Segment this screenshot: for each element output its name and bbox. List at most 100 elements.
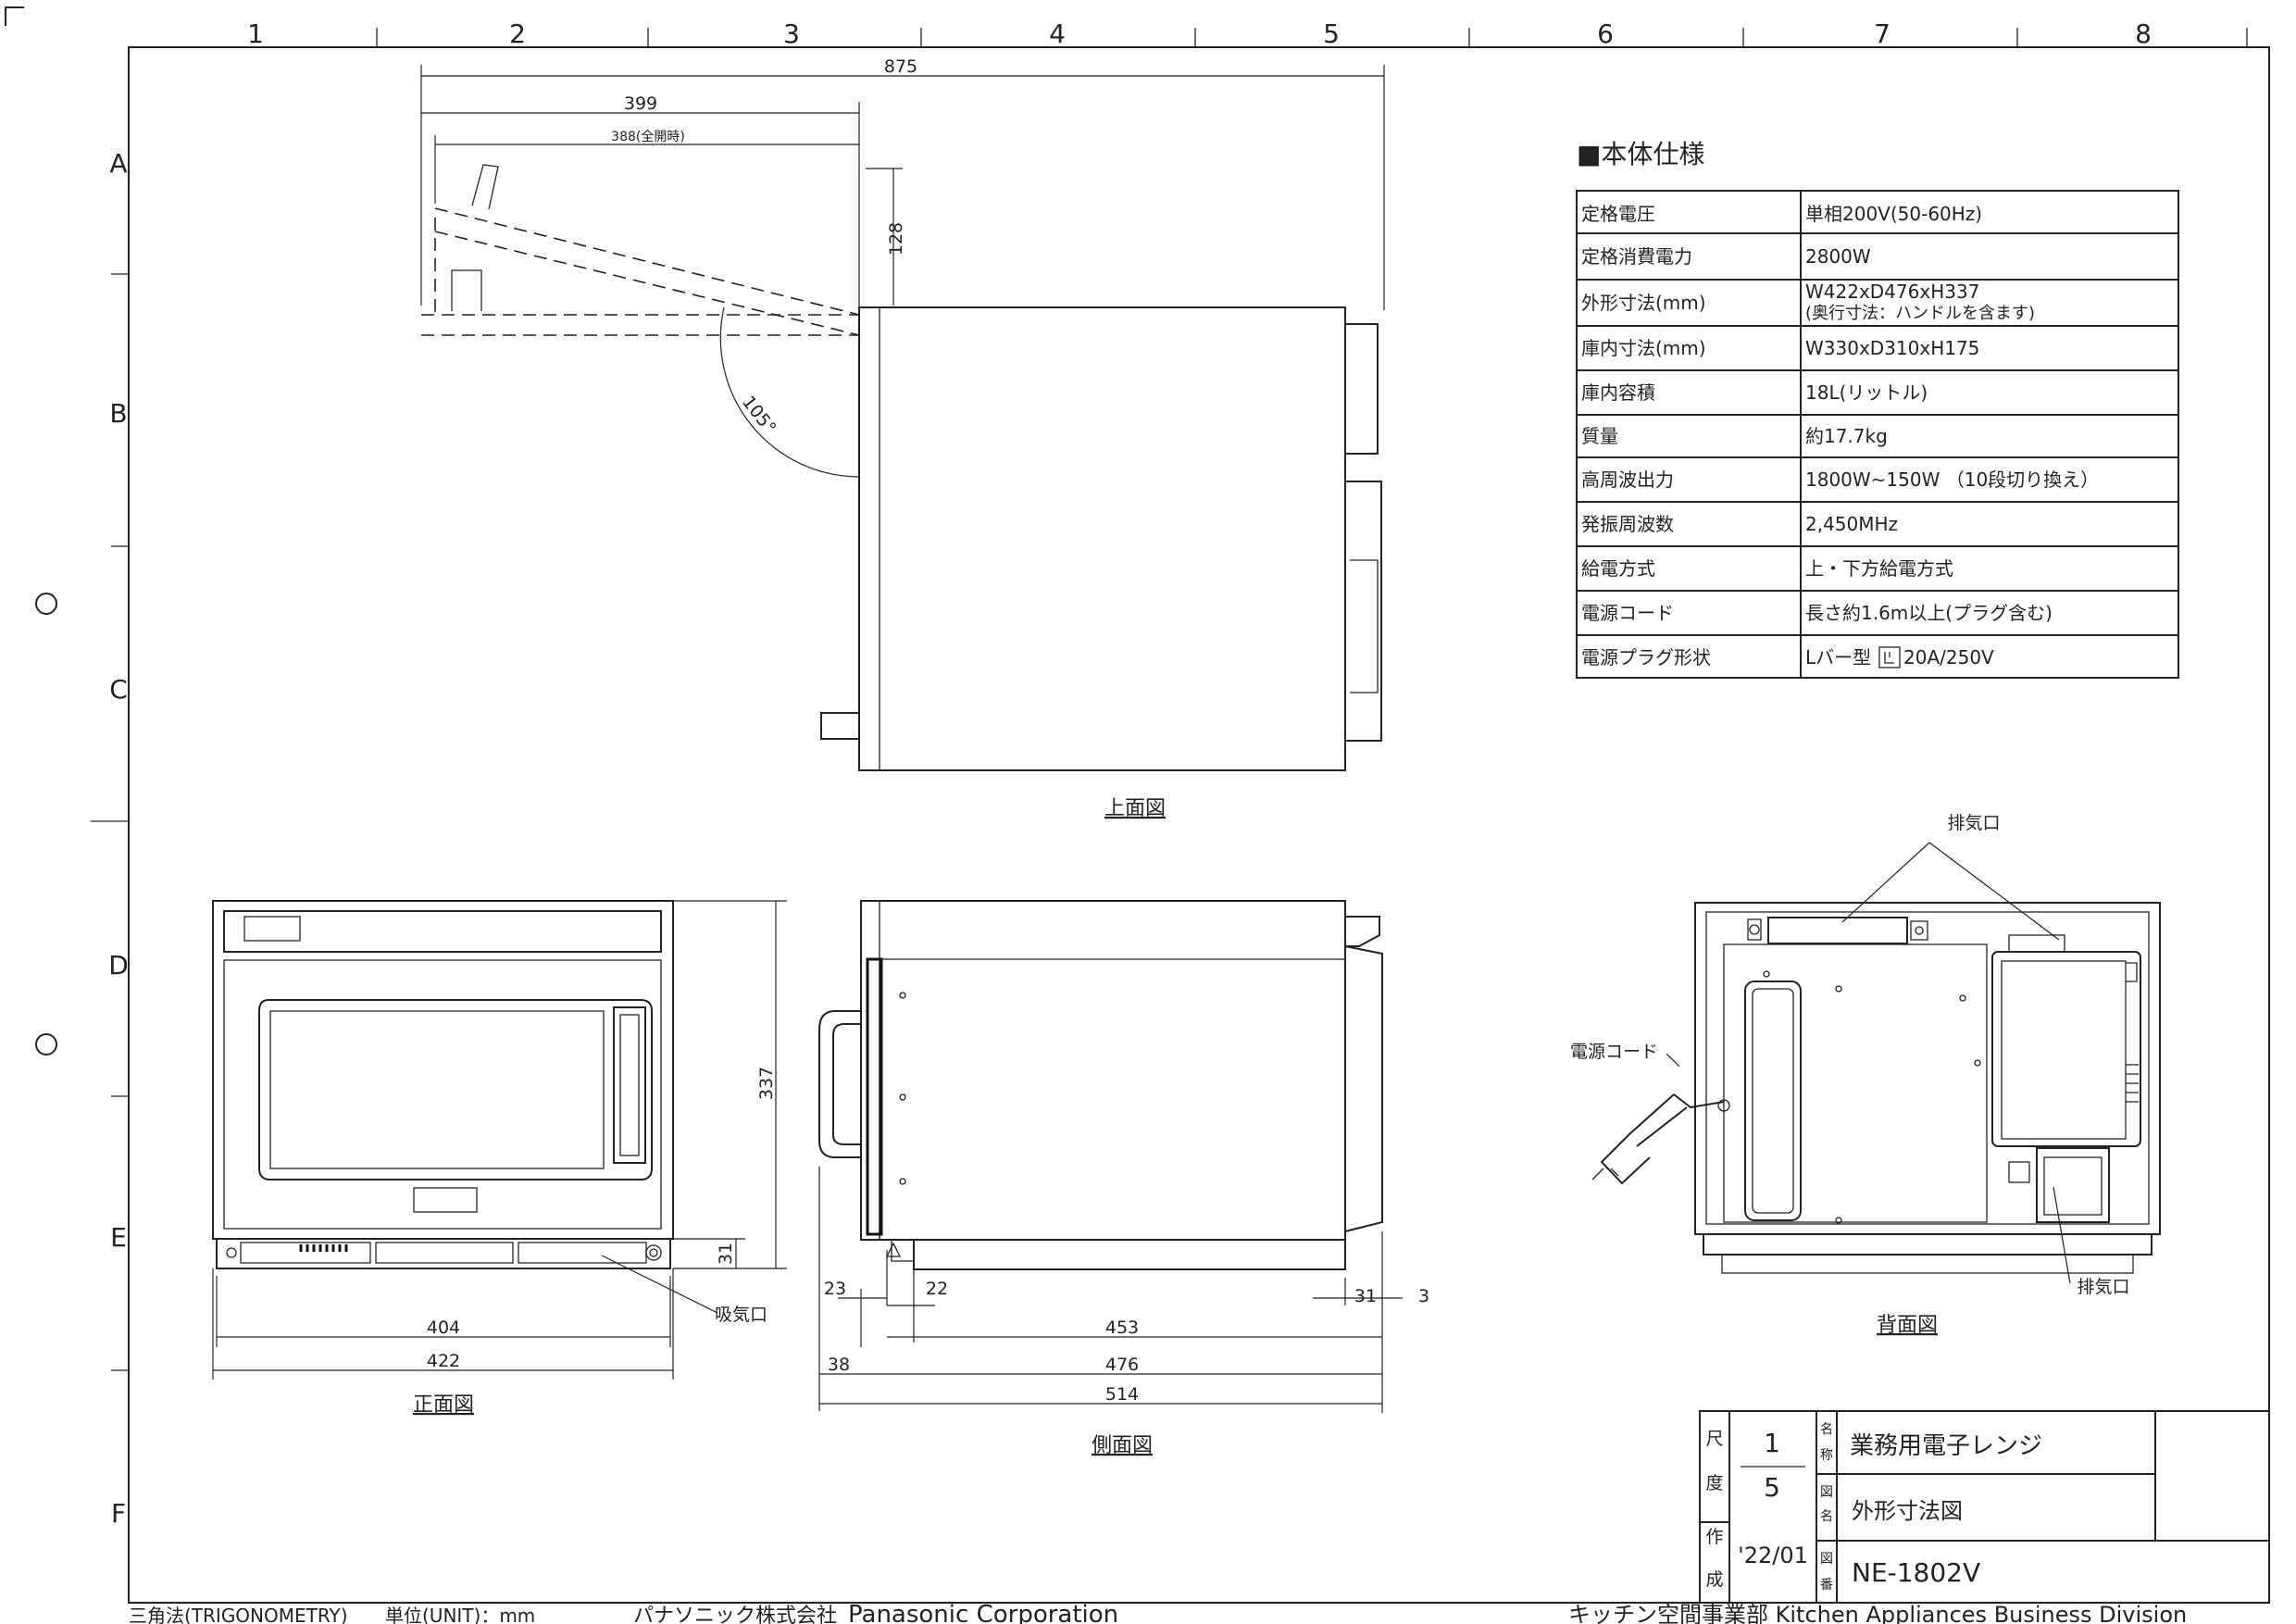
footer: 三角法(TRIGONOMETRY) 単位(UNIT)：mm パナソニック株式会社… [129,1601,2187,1624]
dim-3: 3 [1418,1286,1429,1306]
dim-31-side: 31 [1354,1286,1377,1306]
spec-value-power-cord: 長さ約1.6m以上(プラグ含む) [1805,602,2053,624]
binding-hole-top [35,593,57,615]
dim-128: 128 [886,222,906,256]
spec-label-plug-type: 電源プラグ形状 [1581,646,1711,668]
side-view-body [860,900,1346,1241]
top-view-label: 上面図 [1104,797,1166,820]
spec-value-capacity: 18L(リットル) [1805,381,1928,404]
spec-value-mass: 約17.7kg [1805,425,1888,447]
front-view-label: 正面図 [413,1393,474,1417]
footer-division: キッチン空間事業部 Kitchen Appliances Business Di… [1568,1602,2187,1624]
corner-mark [5,6,24,26]
column-grid: 1 2 3 4 5 6 7 8 [247,19,2248,49]
spec-value-rf-output: 1800W~150W （10段切り換え） [1805,468,2099,491]
intake-label: 吸気口 [715,1305,767,1325]
footer-company-jp: パナソニック株式会社 [633,1605,837,1624]
spec-label-frequency: 発振周波数 [1581,513,1674,535]
row-grid: A B C D E F [91,148,129,1529]
back-view-label: 背面図 [1877,1314,1938,1337]
back-cord-recess [1744,981,1802,1221]
spec-label-inner-dimensions: 庫内寸法(mm) [1581,337,1706,359]
back-power-cord-label: 電源コード [1570,1042,1658,1062]
front-base [216,1238,671,1269]
dim-31-foot: 31 [716,1243,736,1265]
spec-label-outer-dimensions: 外形寸法(mm) [1581,292,1706,314]
grid-row-f: F [111,1498,126,1529]
grid-col-6: 6 [1597,19,1614,49]
dim-404: 404 [427,1318,460,1338]
back-view: 排気口 排気口 電源コード 背面図 [1570,813,2161,1337]
product-name: 業務用電子レンジ [1850,1432,2042,1460]
number-label-1: 図 [1820,1552,1833,1567]
spec-label-mass: 質量 [1581,425,1618,447]
top-view: 875 399 388(全開時) 128 105° 上面図 [420,56,1385,820]
side-view-base [913,1239,1346,1270]
front-window [269,1010,605,1169]
number-label-2: 番 [1820,1578,1833,1593]
spec-value-feed-method: 上・下方給電方式 [1805,557,1953,580]
grid-row-a: A [109,148,127,179]
front-door-handle [613,1006,646,1164]
footer-company-en: Panasonic Corporation [848,1601,1118,1624]
spec-value-outer-dimensions-note: (奥行寸法：ハンドルを含ます) [1805,304,2035,323]
name-label-1: 名 [1820,1422,1833,1437]
scale-numerator: 1 [1764,1428,1780,1458]
back-exhaust-bottom-label: 排気口 [2077,1277,2129,1297]
spec-value-plug-rating: 20A/250V [1903,646,1994,668]
spec-value-plug-type: Lバー型 [1805,646,1871,668]
spec-title: ■本体仕様 [1577,139,1704,169]
made-label-1: 作 [1705,1527,1723,1547]
dim-399: 399 [624,94,657,114]
spec-value-rated-voltage: 単相200V(50-60Hz) [1805,203,1982,225]
scale-denominator: 5 [1764,1472,1780,1503]
spec-label-rf-output: 高周波出力 [1581,468,1674,491]
spec-label-rated-voltage: 定格電圧 [1581,203,1655,225]
drawing-label-2: 名 [1820,1509,1833,1524]
binding-hole-bottom [35,1033,57,1056]
dim-23: 23 [824,1279,846,1299]
plug-symbol-icon [1878,646,1901,668]
title-block: 尺 度 1 5 作 成 '22/01 名 称 業務用電子レンジ 図 名 外形寸法… [1699,1410,2270,1604]
back-bottom-vent [2036,1147,2110,1223]
grid-col-1: 1 [247,19,264,49]
grid-col-2: 2 [509,19,526,49]
grid-col-8: 8 [2135,19,2152,49]
grid-col-4: 4 [1049,19,1066,49]
back-power-cord [1673,1093,1725,1109]
spec-value-outer-dimensions: W422xD476xH337 [1805,281,1979,303]
front-door [258,999,653,1181]
grid-row-c: C [109,674,128,705]
made-date: '22/01 [1738,1543,1808,1568]
spec-label-power-consumption: 定格消費電力 [1581,245,1692,268]
drawing-name: 外形寸法図 [1852,1498,1963,1524]
back-right-unit [1991,951,2141,1147]
scale-label-1: 尺 [1705,1429,1723,1449]
footer-projection-method: 三角法(TRIGONOMETRY) [129,1605,348,1624]
dim-422: 422 [427,1351,460,1371]
spec-table: ■本体仕様 定格電圧 単相200V(50-60Hz) 定格消費電力 2800W … [1576,139,2179,679]
grid-col-3: 3 [783,19,800,49]
grid-col-7: 7 [1874,19,1890,49]
dim-22: 22 [926,1279,948,1299]
drawing-number: NE-1802V [1852,1557,1980,1588]
grid-col-5: 5 [1323,19,1340,49]
grid-row-d: D [108,950,129,981]
footer-unit: 単位(UNIT)：mm [385,1605,535,1624]
name-label-2: 称 [1820,1448,1833,1463]
front-view: 337 31 404 422 吸気口 正面図 [212,900,787,1417]
dim-38: 38 [828,1355,850,1375]
dim-453: 453 [1105,1318,1139,1338]
grid-row-b: B [109,398,127,429]
dim-388: 388(全開時) [611,129,685,144]
spec-label-capacity: 庫内容積 [1581,381,1655,404]
side-view: 23 22 453 31 3 38 476 514 側面図 [818,900,1429,1457]
grid-row-e: E [110,1222,127,1253]
spec-value-inner-dimensions: W330xD310xH175 [1805,337,1979,359]
top-view-handle [820,712,860,740]
dim-337: 337 [756,1067,777,1100]
back-exhaust-top-label: 排気口 [1947,813,2000,833]
back-top-vent [1767,917,1908,944]
top-view-body [858,306,1346,771]
